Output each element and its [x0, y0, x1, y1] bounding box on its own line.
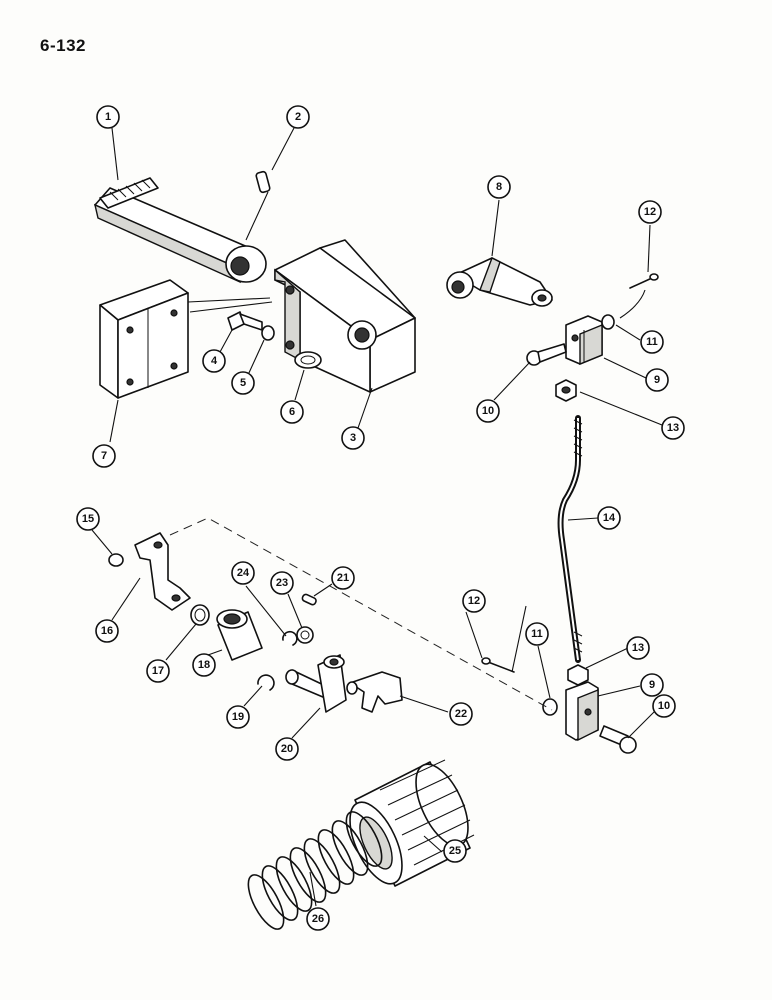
spring-clip: [294, 351, 322, 369]
hex-nut-lower: [567, 664, 589, 686]
callout-19-label: 19: [232, 711, 244, 723]
callout-14: 14: [597, 506, 621, 530]
callout-6-label: 6: [289, 406, 295, 418]
callout-12-bottom-label: 12: [468, 595, 480, 607]
callout-13-top: 13: [661, 416, 685, 440]
e-clip-19: [257, 674, 275, 691]
callout-18-label: 18: [198, 659, 210, 671]
washer-lower: [542, 698, 558, 716]
callout-18: 18: [192, 653, 216, 677]
callout-17-label: 17: [152, 665, 164, 677]
roll-pin: [255, 170, 271, 194]
callout-1: 1: [96, 105, 120, 129]
washer-23: [296, 626, 314, 644]
callout-3: 3: [341, 426, 365, 450]
compression-spring: [247, 811, 383, 930]
callout-13-bottom: 13: [626, 636, 650, 660]
callout-24: 24: [231, 561, 255, 585]
callout-15-label: 15: [82, 513, 94, 525]
cotter-pin-lower: [481, 657, 515, 673]
clevis-pin-lower: [599, 725, 637, 754]
callout-9-bottom: 9: [640, 673, 664, 697]
hex-nut-upper: [555, 379, 577, 402]
callout-8-label: 8: [496, 181, 502, 193]
callout-10-top: 10: [476, 399, 500, 423]
shift-fork-22: [346, 671, 403, 713]
splined-sleeve: [349, 759, 475, 887]
callout-13-bottom-label: 13: [632, 642, 644, 654]
callout-9-top-label: 9: [654, 374, 660, 386]
callout-15: 15: [76, 507, 100, 531]
clevis-pin-upper: [526, 343, 567, 366]
callout-8: 8: [487, 175, 511, 199]
callout-22: 22: [449, 702, 473, 726]
pedal-arm: [94, 177, 267, 284]
callout-11-bottom: 11: [525, 622, 549, 646]
control-rod: [557, 415, 583, 663]
e-clip-24: [282, 630, 298, 646]
callout-26-label: 26: [312, 913, 324, 925]
callout-1-label: 1: [105, 111, 111, 123]
shift-lever: [446, 257, 553, 307]
bolt: [227, 311, 263, 331]
leader-lines: [91, 127, 663, 907]
callout-2: 2: [286, 105, 310, 129]
cross-shaft-20: [285, 654, 347, 713]
assembly-dashed-line: [169, 517, 553, 711]
callout-13-top-label: 13: [667, 422, 679, 434]
callout-11-top-label: 11: [646, 336, 658, 348]
callout-5: 5: [231, 371, 255, 395]
callout-3-label: 3: [350, 432, 356, 444]
callout-16: 16: [95, 619, 119, 643]
callout-10-bottom: 10: [652, 694, 676, 718]
callout-26: 26: [306, 907, 330, 931]
cotter-pin-upper: [629, 273, 659, 289]
callout-17: 17: [146, 659, 170, 683]
callout-12-top-label: 12: [644, 206, 656, 218]
callout-5-label: 5: [240, 377, 246, 389]
seal-ring-17: [190, 604, 210, 626]
washer-upper: [601, 314, 615, 330]
callout-25-label: 25: [449, 845, 461, 857]
callout-23: 23: [270, 571, 294, 595]
shift-arm-16: [134, 532, 191, 611]
lock-washer: [261, 325, 275, 341]
callout-12-bottom: 12: [462, 589, 486, 613]
pedal-pad-block: [99, 279, 189, 399]
callout-12-top: 12: [638, 200, 662, 224]
clevis-upper: [565, 315, 603, 366]
callout-23-label: 23: [276, 577, 288, 589]
callout-11-top: 11: [640, 330, 664, 354]
callout-14-label: 14: [603, 512, 616, 524]
bushing-18: [216, 609, 263, 661]
callout-21: 21: [331, 566, 355, 590]
clevis-lower: [565, 681, 599, 742]
retaining-ring-15: [108, 553, 124, 567]
callout-20: 20: [275, 737, 299, 761]
callout-10-top-label: 10: [482, 405, 494, 417]
key-21: [301, 593, 317, 606]
page-number: 6-132: [40, 36, 86, 55]
callout-4-label: 4: [211, 355, 218, 367]
callout-16-label: 16: [101, 625, 113, 637]
callout-4: 4: [202, 349, 226, 373]
callout-21-label: 21: [337, 572, 349, 584]
callout-6: 6: [280, 400, 304, 424]
callout-24-label: 24: [237, 567, 250, 579]
callout-11-bottom-label: 11: [531, 628, 543, 640]
callout-7: 7: [92, 444, 116, 468]
callout-19: 19: [226, 705, 250, 729]
callout-9-bottom-label: 9: [649, 679, 655, 691]
callout-7-label: 7: [101, 450, 107, 462]
callout-22-label: 22: [455, 708, 467, 720]
mounting-bracket: [274, 239, 416, 393]
callout-9-top: 9: [645, 368, 669, 392]
callout-20-label: 20: [281, 743, 293, 755]
callout-10-bottom-label: 10: [658, 700, 670, 712]
callout-2-label: 2: [295, 111, 301, 123]
callout-25: 25: [443, 839, 467, 863]
